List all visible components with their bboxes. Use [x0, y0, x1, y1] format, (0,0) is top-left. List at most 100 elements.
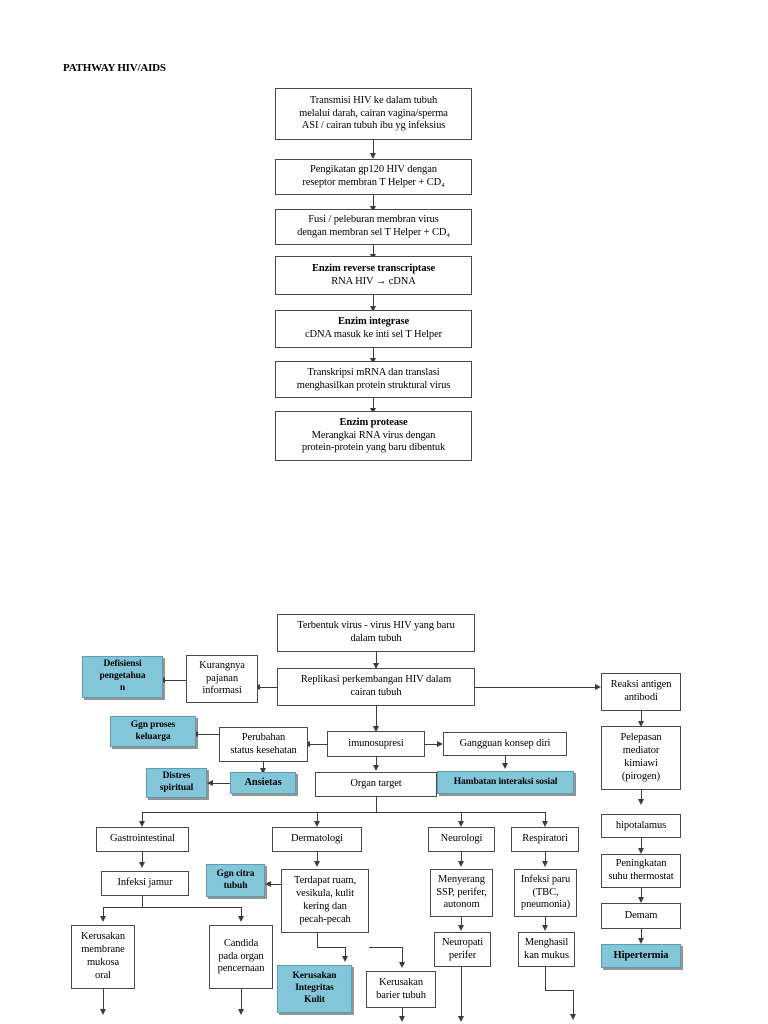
arrowhead-down [638, 848, 644, 854]
arrowhead-down [458, 861, 464, 867]
node-text: Terdapat ruam, vesikula, kulit kering da… [293, 875, 356, 925]
node-text: Neuropati perifer [441, 936, 484, 961]
node-text: Transmisi HIV ke dalam tubuh melalui dar… [299, 94, 448, 132]
node-text: Perubahan status kesehatan [230, 731, 297, 756]
node-demam: Demam [601, 903, 681, 929]
arrowhead-down [238, 1009, 244, 1015]
connector-l21-l26 [461, 852, 462, 864]
connector-candida-out [241, 989, 242, 1011]
connector-u6-u7 [373, 398, 374, 411]
node-dx-ggn-citra-tubuh: Ggn citra tubuh [206, 864, 265, 897]
node-text: Pelepasan mediator kimiawi (pirogen) [620, 732, 662, 782]
node-text: Defisiensi pengetahua n [99, 659, 146, 693]
node-text: Hipertermia [613, 949, 669, 961]
arrowhead-down [314, 861, 320, 867]
node-text: Candida pada organ pencernaan [217, 937, 265, 975]
arrowhead-down [570, 1014, 576, 1020]
node-text: Ggn proses keluarga [130, 719, 176, 742]
arrowhead-down [458, 925, 464, 931]
connector-l15-l16 [211, 783, 230, 784]
connector-l11-l14 [425, 744, 439, 745]
node-text: Kerusakan Integritas Kulit [292, 971, 337, 1005]
arrowhead-down [638, 799, 644, 805]
connector-u2-u3 [373, 195, 374, 209]
node-dx-ggn-proses-keluarga: Ggn proses keluarga [110, 716, 196, 747]
node-dx-distres-spiritual: Distres spiritual [146, 768, 207, 798]
arrowhead-down [502, 763, 508, 769]
node-neuropati-perifer: Neuropati perifer [434, 932, 491, 967]
node-pelepasan-mediator-kimiawi: Pelepasan mediator kimiawi (pirogen) [601, 726, 681, 790]
arrowhead-down [342, 956, 348, 962]
node-imunosupresi: imunosupresi [327, 731, 425, 757]
arrowhead-left [265, 881, 271, 887]
connector-mukus-elbow-v2 [573, 990, 574, 1016]
node-dx-ansietas: Ansietas [230, 772, 296, 794]
connector-l25-elbow-h [317, 947, 345, 948]
node-enzim-integrase: Enzim integrase cDNA masuk ke inti sel T… [275, 310, 472, 348]
arrowhead-down [100, 916, 106, 922]
node-reaksi-antigen-antibodi: Reaksi antigen antibodi [601, 673, 681, 711]
arrowhead-down [370, 306, 376, 312]
node-menyerang-ssp: Menyerang SSP, perifer, autonom [430, 869, 493, 917]
node-kerusakan-barier-tubuh: Kerusakan barier tubuh [366, 971, 436, 1008]
node-text: cDNA masuk ke inti sel T Helper [304, 329, 443, 340]
connector-l11-l12 [308, 744, 327, 745]
node-text: Neurologi [440, 833, 483, 845]
node-dx-kerusakan-integritas-kulit: Kerusakan Integritas Kulit [277, 965, 352, 1013]
connector-l3-l4 [163, 680, 186, 681]
node-candida-organ-pencernaan: Candida pada organ pencernaan [209, 925, 273, 989]
node-text: imunosupresi [348, 737, 404, 749]
node-transkripsi-mrna: Transkripsi mRNA dan translasi menghasil… [275, 361, 472, 398]
arrowhead-down [458, 1016, 464, 1022]
branch-neurologi [461, 812, 462, 824]
arrowhead-down [314, 821, 320, 827]
node-peningkatan-suhu-thermostat: Peningkatan suhu thermostat [601, 854, 681, 888]
connector-l25-elbow-v2 [345, 947, 346, 959]
arrowhead-down [100, 1009, 106, 1015]
connector-u1-u2 [373, 140, 374, 155]
node-hipotalamus: hipotalamus [601, 814, 681, 838]
connector-l14-l18 [505, 756, 506, 765]
node-text: Demam [624, 909, 658, 921]
connector-l2-l3 [258, 687, 277, 688]
branch-respiratori [545, 812, 546, 824]
connector-barier-v [402, 947, 403, 965]
connector-mukus-elbow-h [545, 990, 573, 991]
node-text: Respiratori [522, 833, 568, 845]
page-title: PATHWAY HIV/AIDS [63, 62, 166, 74]
connector-l23-stem [142, 896, 143, 908]
node-title: Enzim protease [339, 416, 408, 428]
connector-neuropati-out [461, 967, 462, 1020]
node-text: Distres spiritual [159, 771, 194, 793]
node-text: hipotalamus [615, 819, 667, 831]
node-text: Ansietas [244, 776, 282, 788]
node-text: Reaksi antigen antibodi [610, 679, 672, 703]
node-text: Pengikatan gp120 HIV dengan reseptor mem… [302, 164, 445, 188]
node-fusi-membran: Fusi / peleburan membran virus dengan me… [275, 209, 472, 245]
connector-l2-l5 [475, 687, 597, 688]
node-replikasi-hiv: Replikasi perkembangan HIV dalam cairan … [277, 668, 475, 706]
arrowhead-down [638, 938, 644, 944]
node-text: Kerusakan barier tubuh [376, 976, 426, 1001]
arrowhead-down [638, 897, 644, 903]
connector-organ-target-bus [142, 812, 545, 813]
node-title: Enzim reverse transcriptase [311, 262, 436, 274]
arrowhead-down [260, 768, 266, 774]
connector-l12-l15 [263, 762, 264, 770]
branch-candida [241, 907, 242, 919]
connector-l8-l9 [641, 888, 642, 900]
connector-l23-bus [103, 907, 242, 908]
node-text: Infeksi jamur [117, 877, 173, 889]
arrowhead-down [139, 862, 145, 868]
arrowhead-down [542, 925, 548, 931]
node-transmisi-hiv: Transmisi HIV ke dalam tubuh melalui dar… [275, 88, 472, 140]
arrowhead-down [399, 1016, 405, 1022]
node-text: Dermatologi [291, 833, 343, 845]
arrowhead-down [238, 916, 244, 922]
node-text: Terbentuk virus - virus HIV yang baru da… [297, 620, 455, 644]
node-text: RNA HIV → cDNA [331, 275, 416, 287]
connector-l12-l13 [196, 734, 219, 735]
node-title: Enzim integrase [337, 316, 410, 328]
node-text: Menyerang SSP, perifer, autonom [436, 873, 487, 911]
